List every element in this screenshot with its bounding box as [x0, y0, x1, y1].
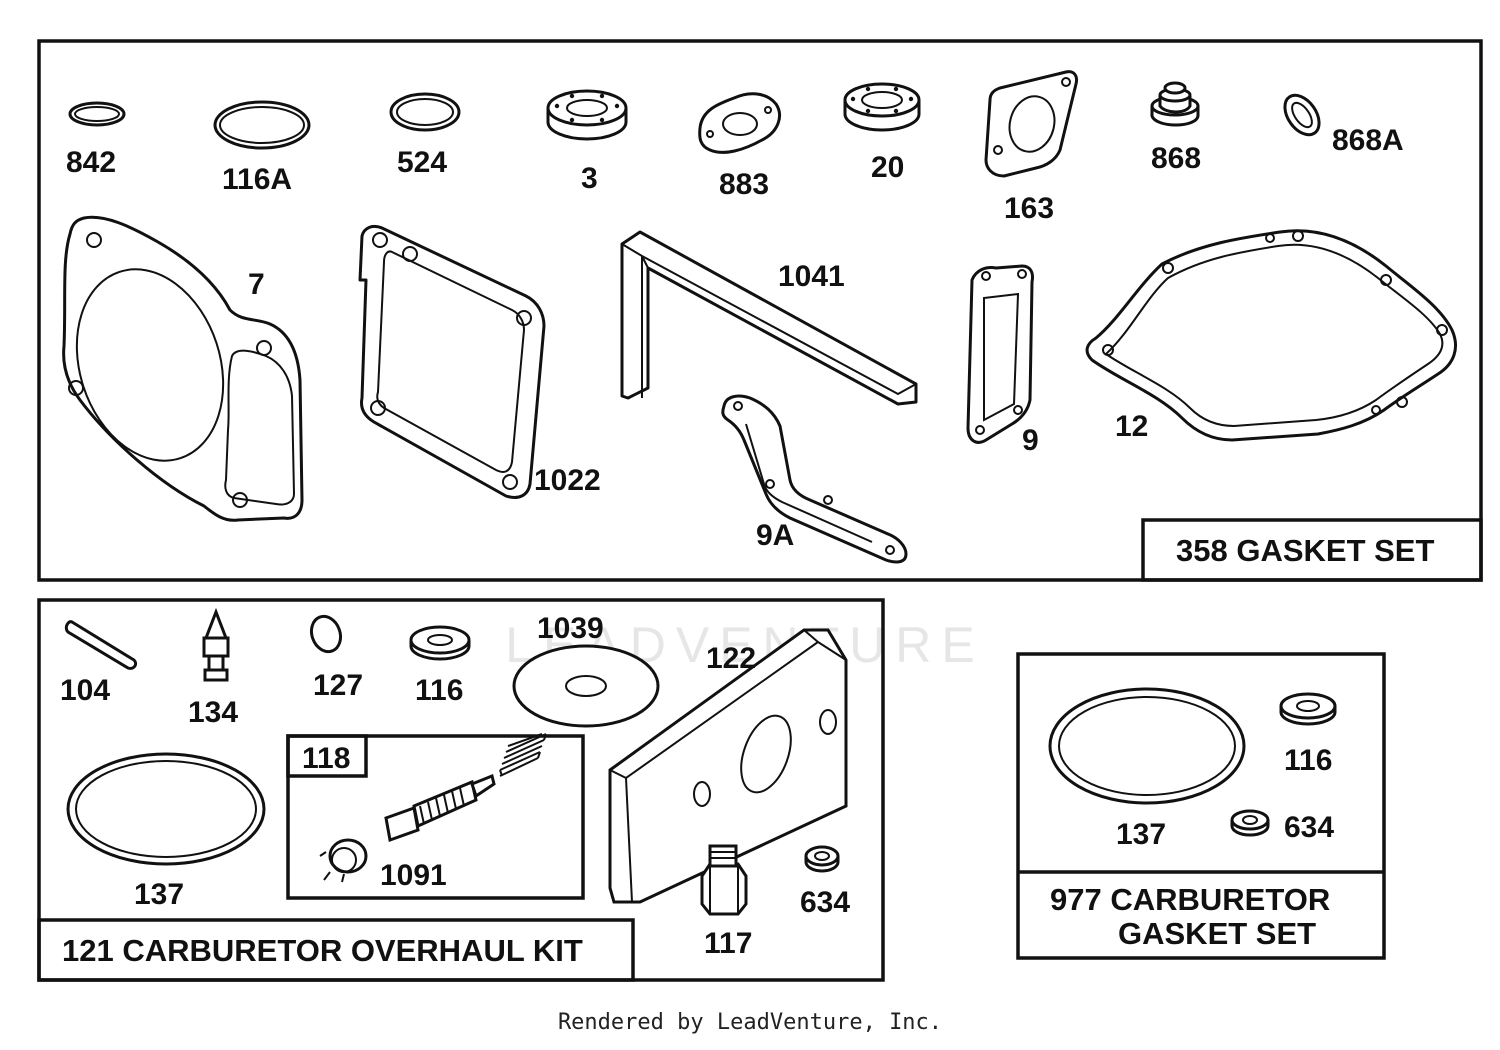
footer-credit: Rendered by LeadVenture, Inc. [557, 1010, 943, 1035]
label-116-kit: 116 [415, 674, 463, 707]
part-9-shape [966, 264, 1034, 444]
label-9A: 9A [756, 519, 794, 552]
label-137-set: 137 [1116, 818, 1166, 851]
part-116-set-shape [1279, 692, 1337, 726]
label-127: 127 [313, 669, 363, 702]
overhaul-kit-panel: 121 CARBURETOR OVERHAUL KIT 104 134 127 … [37, 598, 885, 982]
label-20: 20 [871, 151, 904, 184]
gasket-set-panel: 358 GASKET SET 842 116A 524 3 883 [37, 39, 1483, 582]
label-1091: 1091 [380, 859, 447, 892]
overhaul-kit-title: 121 CARBURETOR OVERHAUL KIT [62, 933, 583, 968]
label-524: 524 [397, 146, 447, 179]
label-163: 163 [1004, 192, 1054, 225]
part-1041-shape [620, 230, 918, 406]
part-634-kit-shape [804, 845, 840, 873]
label-9: 9 [1022, 424, 1039, 457]
carb-gasket-set-frame [1016, 652, 1386, 960]
part-868-shape [1150, 81, 1200, 127]
label-634-set: 634 [1284, 811, 1334, 844]
label-1022: 1022 [534, 464, 601, 497]
label-12: 12 [1115, 410, 1148, 443]
part-spring-shape [499, 733, 547, 777]
part-3-shape [546, 89, 628, 141]
part-634-set-shape [1230, 809, 1270, 837]
part-134-shape [202, 607, 230, 682]
gasket-set-title-box [1141, 518, 1483, 582]
part-104-shape [64, 620, 138, 670]
label-122: 122 [706, 642, 756, 675]
label-116A: 116A [222, 163, 292, 196]
part-524-inner [396, 98, 454, 126]
gasket-set-title: 358 GASKET SET [1176, 533, 1434, 568]
label-3: 3 [581, 162, 598, 195]
part-116A-inner [219, 106, 305, 144]
part-122-shape [608, 628, 848, 904]
part-1091-cap-shape [319, 838, 368, 883]
label-134: 134 [188, 696, 238, 729]
gasket-set-frame [37, 39, 1483, 582]
part-524-shape [389, 92, 461, 132]
sub-kit-title-box [286, 734, 368, 778]
carb-gasket-set-panel: 977 CARBURETOR GASKET SET 137 116 634 [1016, 652, 1386, 960]
part-20-shape [843, 82, 921, 132]
part-137-set-inner [1058, 696, 1236, 796]
label-104: 104 [60, 674, 110, 707]
label-117: 117 [704, 927, 752, 960]
part-1091-shape [384, 773, 496, 843]
part-116-kit-shape [409, 625, 471, 661]
label-7: 7 [248, 268, 265, 301]
label-137-kit: 137 [134, 878, 184, 911]
part-163-shape [984, 70, 1078, 178]
part-9A-shape [721, 394, 908, 564]
part-883-shape [698, 92, 781, 154]
label-634-kit: 634 [800, 886, 850, 919]
part-1022-shape [358, 224, 546, 499]
label-1039: 1039 [537, 612, 604, 645]
part-7-shape [62, 215, 304, 522]
overhaul-kit-title-box [37, 918, 635, 982]
part-1039-shape [512, 644, 660, 728]
part-137-kit-inner [75, 760, 257, 858]
part-116A-shape [213, 100, 311, 150]
part-137-set-shape [1048, 687, 1246, 805]
label-868: 868 [1151, 142, 1201, 175]
label-1041: 1041 [778, 260, 845, 293]
part-842-shape [68, 101, 126, 127]
part-868A-shape [1283, 93, 1321, 137]
part-137-kit-shape [66, 752, 266, 866]
carb-gasket-set-title-line2: GASKET SET [1118, 916, 1316, 951]
sub-kit-frame [286, 734, 585, 900]
sub-kit-title: 118 [302, 742, 350, 775]
part-117-shape [700, 844, 748, 916]
part-842-inner [74, 106, 120, 122]
carb-gasket-set-title-line1: 977 CARBURETOR [1050, 882, 1330, 917]
label-842: 842 [66, 146, 116, 179]
part-868A-inner [1291, 101, 1313, 129]
label-883: 883 [719, 168, 769, 201]
part-12-shape [1085, 229, 1457, 442]
label-116-set: 116 [1284, 744, 1332, 777]
label-868A: 868A [1332, 124, 1404, 157]
part-127-shape [309, 614, 343, 654]
